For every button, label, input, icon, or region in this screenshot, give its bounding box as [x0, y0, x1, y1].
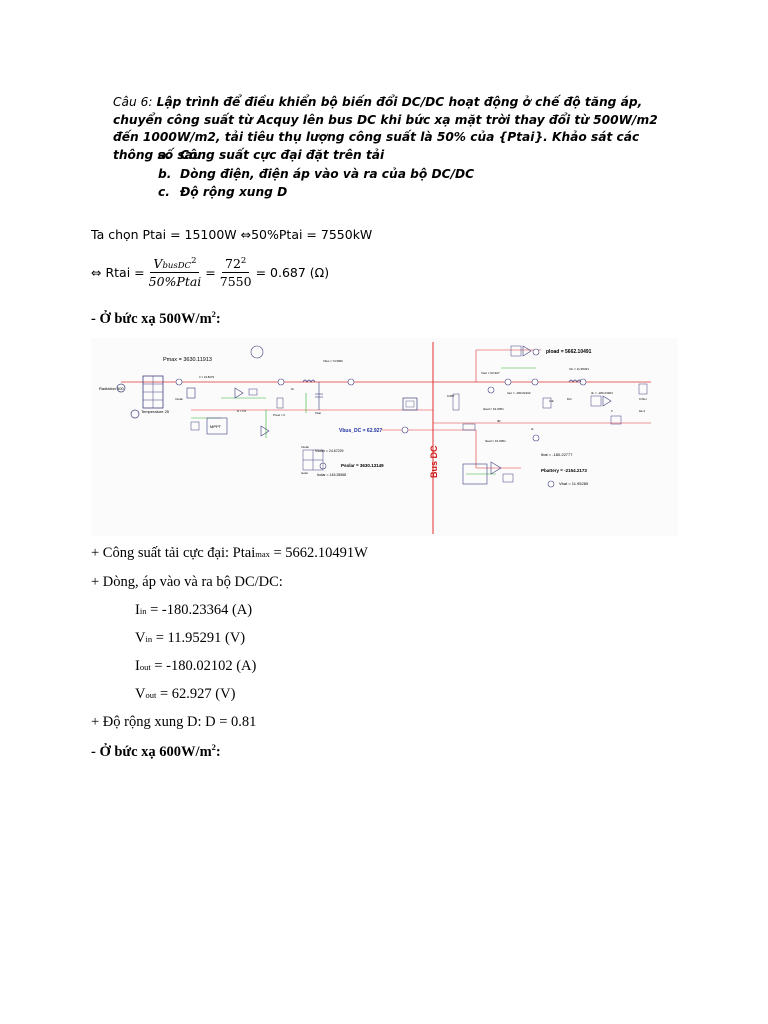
svg-text:Iload = 91.6051: Iload = 91.6051: [483, 407, 504, 411]
fraction-numeric: 722 7550: [219, 256, 252, 290]
meter-icon: [401, 426, 409, 434]
svg-text:0.01H: 0.01H: [639, 397, 646, 401]
pload-label: pload = 5662.10491: [546, 349, 592, 355]
svg-text:Vout = 62.927: Vout = 62.927: [481, 371, 500, 375]
meter-icon: [547, 480, 555, 488]
option-c: c.Độ rộng xung D: [158, 185, 288, 199]
svg-text:Radiation 500: Radiation 500: [99, 386, 124, 391]
svg-text:Vdc: Vdc: [549, 399, 554, 403]
svg-text:MPPT: MPPT: [210, 424, 222, 429]
iout-result: Iout = -180.02102 (A): [135, 658, 257, 674]
svg-text:Dcc: Dcc: [567, 397, 572, 401]
choice-line: Ta chọn Ptai = 15100W ⇔50%Ptai = 7550kW: [91, 227, 373, 242]
temperature-source-icon: [130, 409, 140, 419]
inductor-icon: [302, 379, 316, 383]
svg-text:Iload = 91.6051: Iload = 91.6051: [485, 439, 506, 443]
svg-text:Id: Id: [531, 427, 534, 431]
isolar-label: Isolar = 145.28568: [317, 473, 346, 477]
diagram-background: [91, 338, 678, 536]
clock-icon: [250, 345, 264, 359]
block: [186, 387, 196, 399]
meter-icon: [532, 348, 540, 356]
meter-icon: [347, 378, 355, 386]
meter-icon: [504, 378, 512, 386]
scope-icon: [402, 397, 418, 411]
svg-text:Iin: Iin: [291, 387, 294, 391]
duty-result: + Độ rộng xung D: D = 0.81: [91, 714, 257, 730]
option-a: a.Công suất cực đại đặt trên tải: [158, 148, 385, 162]
meter-icon: [175, 378, 183, 386]
rtai-prefix: ⇔ Rtai =: [91, 265, 145, 281]
meter-icon: [579, 378, 587, 386]
resistor-icon: [452, 393, 460, 411]
question-text: Câu 6: Lập trình để điều khiển bộ biến đ…: [113, 94, 683, 164]
radiation-source-icon: [116, 383, 126, 393]
pbattery-label: Pbattery = -2154.2173: [541, 468, 587, 473]
svg-text:D = 0.5: D = 0.5: [237, 409, 247, 413]
ibat-label: Ibat = -180.22777: [541, 452, 573, 457]
iin-result: Iin = -180.23364 (A): [135, 602, 253, 618]
amp-icon: [260, 425, 270, 437]
vbat-label: Vbat = 11.95289: [559, 481, 589, 486]
svg-text:Iout = -180.02102: Iout = -180.02102: [507, 391, 531, 395]
svg-text:Pmax = 0: Pmax = 0: [273, 413, 285, 417]
svg-text:Cbat: Cbat: [315, 411, 321, 415]
option-b: b.Dòng điện, điện áp vào và ra của bộ DC…: [158, 166, 475, 181]
vout-result: Vout = 62.927 (V): [135, 686, 236, 702]
psolar-label: Psolar = 3630.13149: [341, 463, 384, 468]
rtai-formula: ⇔ Rtai = VbusDC2 50%Ptai = 722 7550 = 0.…: [91, 256, 330, 290]
amp-icon: [234, 387, 244, 399]
svg-text:Vin = 11.95291: Vin = 11.95291: [569, 367, 589, 371]
svg-text:Il: Il: [611, 409, 613, 413]
battery-block: [462, 463, 488, 485]
vin-result: Vin = 11.95291 (V): [135, 630, 246, 646]
fraction-symbolic: VbusDC2 50%Ptai: [148, 256, 202, 290]
pmax-label: Pmax = 3630.11913: [163, 357, 212, 363]
question-label: Câu 6:: [113, 95, 153, 109]
svg-text:Iin = -180.23364: Iin = -180.23364: [591, 391, 613, 395]
question-body: Lập trình để điều khiển bộ biến đổi DC/D…: [113, 95, 658, 162]
svg-text:Vsolar: Vsolar: [175, 397, 183, 401]
svg-text:Isolar: Isolar: [301, 471, 308, 475]
vsolar-label: Vsolar = 24.67229: [315, 449, 344, 453]
meter-icon: [532, 434, 540, 442]
bus-dc-label: Bus DC: [429, 445, 439, 478]
question-options: a.Công suất cực đại đặt trên tải b.Dòng …: [158, 146, 474, 202]
circuit-diagram: Bus DC Radiation 500 Temperature 25 MPPT: [91, 338, 678, 536]
svg-text:Temperature 25: Temperature 25: [141, 409, 170, 414]
svg-text:Ir = 24.8279: Ir = 24.8279: [199, 375, 214, 379]
svg-text:Vsolar: Vsolar: [301, 445, 309, 449]
pload-result: + Công suất tải cực đại: Ptaimax = 5662.…: [91, 545, 368, 561]
vbus-label: Vbus_DC = 62.927: [339, 428, 382, 434]
section-heading-600: - Ở bức xạ 600W/m2:: [91, 742, 221, 760]
rtai-result: = 0.687 (Ω): [255, 265, 330, 281]
meter-icon: [531, 378, 539, 386]
io-heading: + Dòng, áp vào và ra bộ DC/DC:: [91, 574, 283, 590]
meter-icon: [487, 386, 495, 394]
svg-text:IIR: IIR: [497, 419, 501, 423]
meter-icon: [277, 378, 285, 386]
svg-text:1E-3: 1E-3: [639, 409, 645, 413]
svg-text:0.687: 0.687: [447, 394, 455, 398]
section-heading-500: - Ở bức xạ 500W/m2:: [91, 309, 221, 327]
svg-text:Vbus = 74.9996: Vbus = 74.9996: [323, 359, 343, 363]
inductor-icon: [568, 379, 582, 383]
mppt-block: [206, 417, 228, 435]
